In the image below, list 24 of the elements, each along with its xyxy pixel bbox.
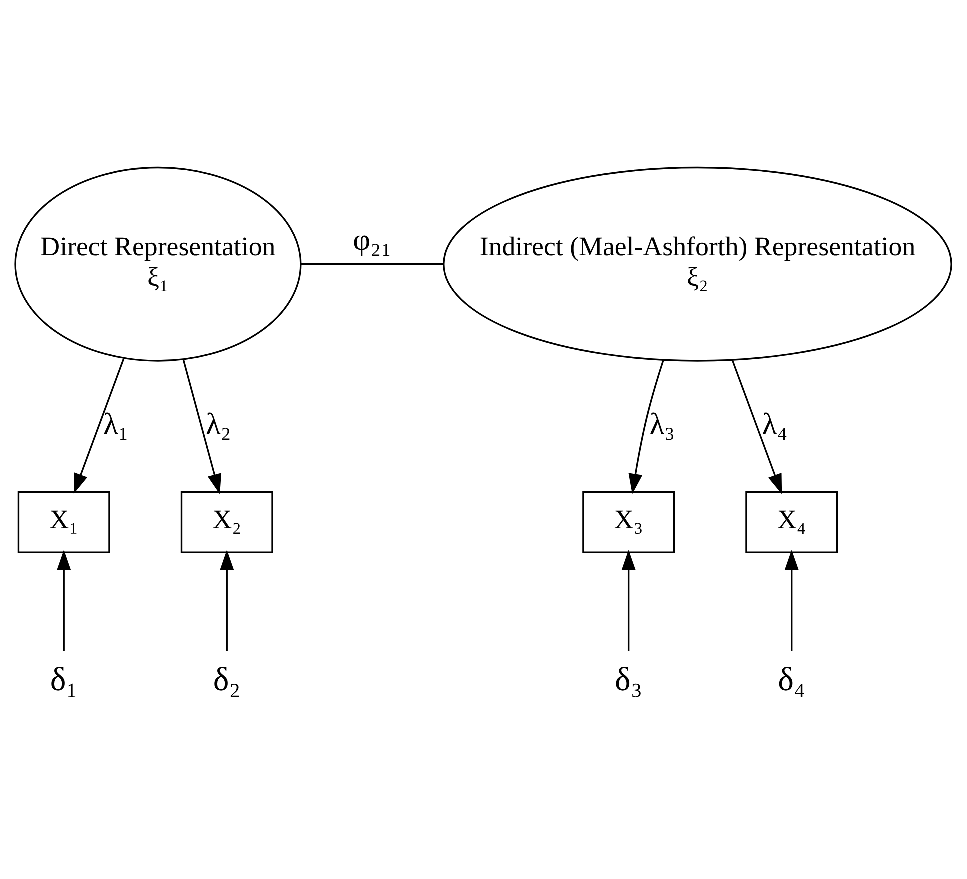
node-ellipse: Direct Representation ξ₁ (14, 166, 302, 362)
node-text: δ₃ (615, 660, 643, 698)
node-box: X₁ (18, 490, 110, 553)
node-ellipse: Indirect (Mael-Ashforth) Representation ξ₂ (443, 166, 952, 362)
arrow (622, 550, 636, 651)
arrow (57, 550, 72, 651)
node-text: δ₁ (50, 660, 78, 698)
arrow (74, 358, 125, 494)
node-box: X₂ (180, 490, 274, 553)
node-box: X₃ (582, 490, 676, 553)
edge-label: λ₂ (206, 406, 232, 440)
arrow (732, 359, 782, 494)
edge-label: φ₂₁ (353, 222, 392, 256)
node-text: δ₄ (778, 660, 806, 698)
arrow (220, 550, 234, 651)
arrow (628, 360, 664, 494)
node-box: X₄ (746, 490, 838, 553)
arrow (784, 550, 799, 651)
edge-label: λ₁ (104, 406, 129, 440)
edge-label: λ₃ (650, 406, 676, 440)
arrow (182, 359, 222, 494)
edge-label: λ₄ (762, 406, 788, 440)
connector (301, 263, 444, 265)
node-text: δ₂ (213, 660, 241, 698)
